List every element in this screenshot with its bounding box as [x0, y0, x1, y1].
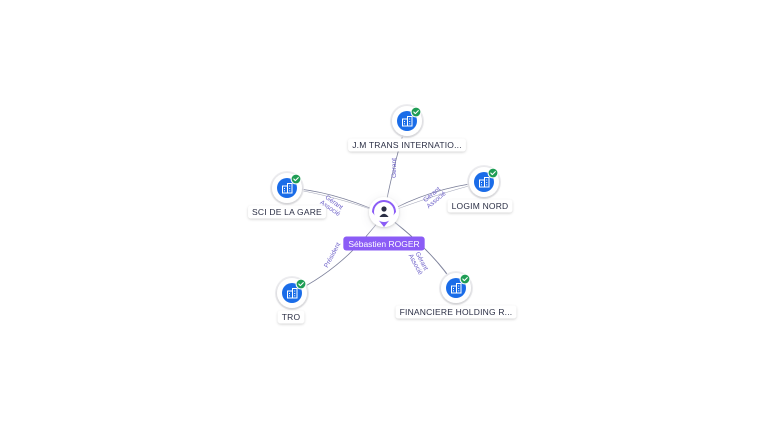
company-node-sci[interactable]: SCI DE LA GARE — [248, 171, 326, 219]
center-layer: Sébastien ROGER — [343, 190, 425, 251]
company-node-logim[interactable]: LOGIM NORD — [447, 165, 513, 213]
edge-label: Gerant — [391, 158, 398, 178]
person-label-pill — [343, 236, 425, 251]
company-label-financiere[interactable]: FINANCIERE HOLDING R... — [395, 305, 517, 319]
company-name: TRO — [282, 312, 301, 322]
company-name: LOGIM NORD — [452, 201, 509, 211]
company-building-icon — [282, 183, 293, 194]
edge-label-group-jm: Gerant — [391, 158, 398, 178]
company-label-pill — [395, 305, 517, 319]
nodes-layer: J.M TRANS INTERNATIO... LOGIM NORD FINANCI… — [248, 104, 517, 324]
check-badge-icon — [410, 106, 422, 118]
company-node-jm[interactable]: J.M TRANS INTERNATIO... — [348, 104, 466, 152]
company-name: FINANCIERE HOLDING R... — [400, 307, 513, 317]
check-badge-icon — [487, 167, 499, 179]
company-name: J.M TRANS INTERNATIO... — [352, 140, 462, 150]
company-node-tro[interactable]: TRO — [275, 276, 309, 324]
person-icon — [379, 206, 389, 217]
check-badge-icon — [295, 278, 307, 290]
company-label-pill — [348, 138, 466, 152]
company-building-icon — [451, 283, 462, 294]
company-label-jm[interactable]: J.M TRANS INTERNATIO... — [348, 138, 466, 152]
person-name: Sébastien ROGER — [348, 239, 419, 249]
company-label-pill — [248, 205, 326, 219]
company-building-icon — [479, 177, 490, 188]
check-badge-icon — [459, 273, 471, 285]
company-building-icon — [402, 116, 413, 127]
company-label-tro[interactable]: TRO — [277, 310, 305, 324]
edge-label: Président — [323, 241, 342, 269]
company-name: SCI DE LA GARE — [252, 207, 322, 217]
person-label[interactable]: Sébastien ROGER — [343, 236, 425, 251]
company-label-sci[interactable]: SCI DE LA GARE — [248, 205, 326, 219]
edge-label-group-tro: Président — [323, 241, 342, 269]
person-pin-inner — [374, 202, 394, 222]
company-label-pill — [447, 199, 513, 213]
person-node[interactable]: Sébastien ROGER — [343, 190, 425, 251]
company-node-financiere[interactable]: FINANCIERE HOLDING R... — [395, 271, 517, 319]
company-label-pill — [277, 310, 305, 324]
company-label-logim[interactable]: LOGIM NORD — [447, 199, 513, 213]
company-building-icon — [287, 288, 298, 299]
check-badge-icon — [290, 173, 302, 185]
